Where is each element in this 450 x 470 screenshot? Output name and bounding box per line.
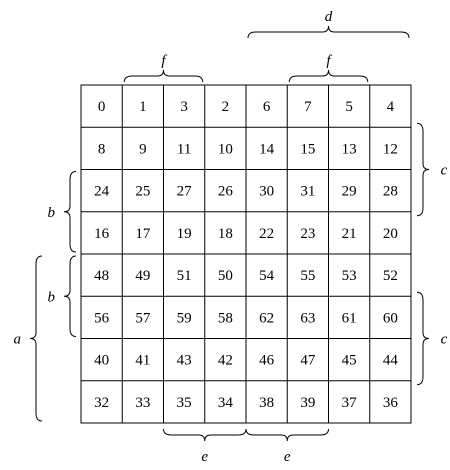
brace-label-c: c — [441, 332, 448, 348]
cell-value: 39 — [300, 395, 315, 411]
cell-value: 61 — [342, 310, 357, 326]
cell-value: 63 — [300, 310, 315, 326]
brace-right-c — [416, 122, 430, 217]
cell-value: 60 — [383, 310, 398, 326]
cell-value: 13 — [342, 141, 357, 157]
cell-value: 41 — [135, 353, 150, 369]
cell-value: 52 — [383, 268, 398, 284]
cell-value: 56 — [94, 310, 110, 326]
cell-value: 36 — [383, 395, 399, 411]
cell-value: 25 — [135, 184, 150, 200]
brace-left-b — [63, 255, 77, 337]
cell-value: 37 — [342, 395, 358, 411]
brace-top-d — [247, 25, 410, 39]
cell-value: 2 — [222, 99, 230, 115]
cell-value: 21 — [342, 226, 357, 242]
brace-label-e: e — [284, 449, 291, 465]
cell-value: 14 — [259, 141, 275, 157]
cell-value: 45 — [342, 353, 357, 369]
cell-value: 44 — [383, 353, 399, 369]
cell-value: 1 — [139, 99, 147, 115]
cell-value: 0 — [98, 99, 106, 115]
cell-value: 12 — [383, 141, 398, 157]
brace-label-b: b — [48, 205, 56, 221]
cell-value: 59 — [177, 310, 192, 326]
cell-value: 47 — [300, 353, 316, 369]
brace-label-f: f — [161, 53, 167, 69]
cell-value: 32 — [94, 395, 109, 411]
cell-value: 9 — [139, 141, 147, 157]
brace-bottom-e — [245, 428, 329, 442]
brace-right-c — [416, 291, 430, 386]
cell-value: 27 — [177, 184, 193, 200]
cell-value: 4 — [387, 99, 395, 115]
cell-value: 58 — [218, 310, 233, 326]
cell-value: 7 — [304, 99, 312, 115]
cell-value: 40 — [94, 353, 109, 369]
cell-value: 54 — [259, 268, 275, 284]
brace-bottom-e — [163, 428, 247, 442]
cell-value: 23 — [300, 226, 315, 242]
cell-value: 46 — [259, 353, 275, 369]
cell-value: 48 — [94, 268, 109, 284]
cell-value: 35 — [177, 395, 192, 411]
cell-value: 5 — [345, 99, 353, 115]
cell-value: 42 — [218, 353, 233, 369]
cell-value: 51 — [177, 268, 192, 284]
cell-value: 33 — [135, 395, 150, 411]
brace-label-a: a — [14, 332, 22, 348]
cell-value: 19 — [177, 226, 192, 242]
brace-label-d: d — [325, 9, 333, 25]
cell-value: 29 — [342, 184, 357, 200]
brace-label-e: e — [201, 449, 208, 465]
cell-value: 3 — [180, 99, 188, 115]
cell-value: 10 — [218, 141, 233, 157]
cell-value: 28 — [383, 184, 398, 200]
cell-value: 20 — [383, 226, 398, 242]
cell-value: 34 — [218, 395, 234, 411]
brace-left-b — [63, 171, 77, 253]
brace-top-f — [123, 69, 204, 83]
cell-value: 31 — [300, 184, 315, 200]
brace-label-f: f — [326, 53, 332, 69]
cell-value: 62 — [259, 310, 274, 326]
brace-left-a — [29, 255, 43, 422]
cell-value: 53 — [342, 268, 357, 284]
cell-value: 26 — [218, 184, 234, 200]
brace-label-b: b — [48, 289, 56, 305]
cell-value: 17 — [135, 226, 151, 242]
brace-top-f — [288, 69, 369, 83]
cell-value: 16 — [94, 226, 110, 242]
cell-value: 49 — [135, 268, 150, 284]
cell-value: 55 — [300, 268, 315, 284]
cell-value: 6 — [263, 99, 271, 115]
cell-value: 11 — [177, 141, 191, 157]
cell-value: 38 — [259, 395, 274, 411]
cell-value: 24 — [94, 184, 110, 200]
cell-value: 43 — [177, 353, 192, 369]
cell-value: 15 — [300, 141, 315, 157]
cell-value: 57 — [135, 310, 151, 326]
cell-value: 18 — [218, 226, 233, 242]
cell-value: 30 — [259, 184, 274, 200]
cell-value: 50 — [218, 268, 233, 284]
cell-value: 22 — [259, 226, 274, 242]
cell-value: 8 — [98, 141, 106, 157]
brace-label-c: c — [441, 163, 448, 179]
